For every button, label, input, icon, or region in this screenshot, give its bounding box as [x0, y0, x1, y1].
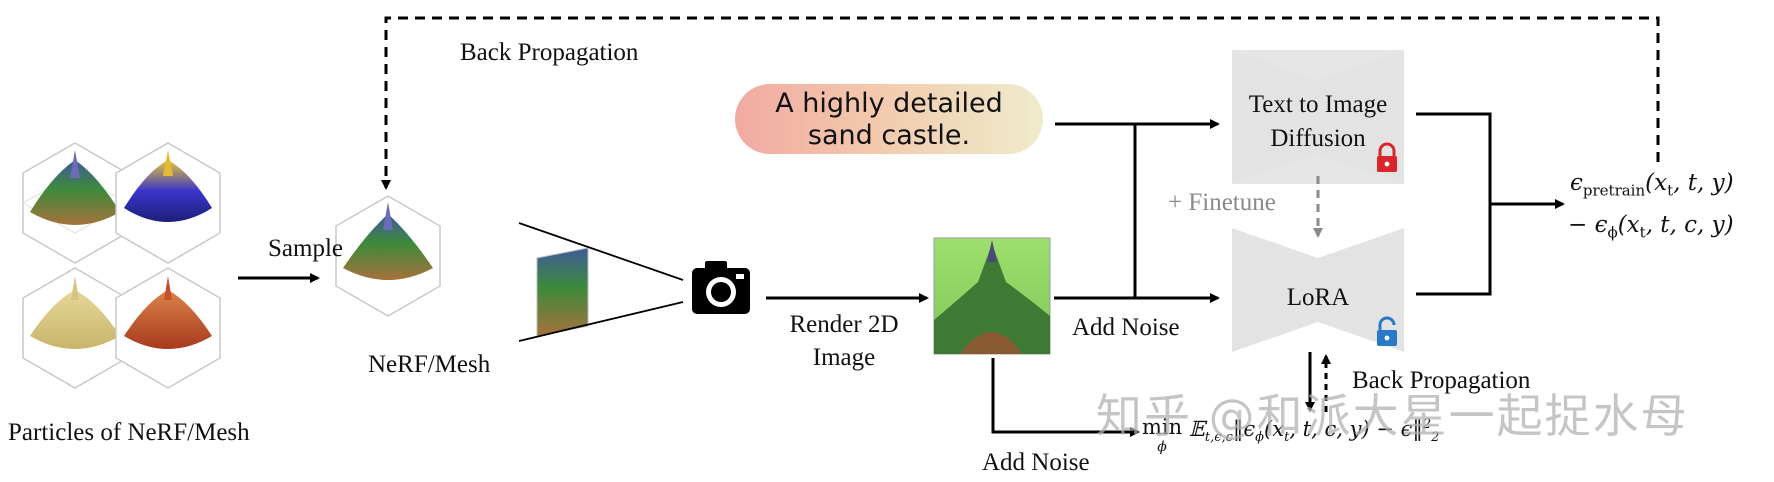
image-to-loss-arrow — [991, 358, 1140, 437]
add-noise-bottom-label: Add Noise — [982, 449, 1090, 476]
nerf-mesh-cube — [335, 195, 441, 317]
finetune-label: + Finetune — [1168, 189, 1276, 216]
frustum-line-bottom — [518, 301, 684, 342]
back-propagation-loop — [381, 16, 1660, 190]
projection-plane — [536, 247, 589, 337]
watermark: 知乎 @和派大星一起捉水母 — [1096, 389, 1689, 443]
particle-cube-3 — [22, 267, 128, 389]
back-propagation-top-label: Back Propagation — [460, 39, 639, 66]
particle-cube-2 — [115, 142, 221, 264]
lora-label: LoRA — [1286, 284, 1350, 311]
nerf-mesh-label: NeRF/Mesh — [368, 351, 491, 378]
render-2d-label: Render 2D Image — [789, 311, 899, 371]
t2i-output-line — [1416, 112, 1492, 206]
text-prompt: A highly detailed sand castle. — [735, 84, 1043, 154]
sample-label: Sample — [268, 235, 343, 262]
t2i-block-inner — [1232, 50, 1404, 184]
unlock-icon — [1377, 316, 1397, 346]
add-noise-mid-label: Add Noise — [1072, 314, 1180, 341]
lock-icon — [1377, 142, 1397, 172]
particles-label: Particles of NeRF/Mesh — [8, 419, 250, 446]
camera-icon — [692, 261, 750, 314]
output-formula-line2: − ϵϕ(xt, t, c, y) — [1568, 212, 1734, 242]
rendered-image — [933, 237, 1051, 355]
particle-cube-1 — [21, 142, 129, 264]
lora-block — [1232, 228, 1404, 352]
back-propagation-lora-label: Back Propagation — [1352, 367, 1531, 394]
text-prompt-text: A highly detailed sand castle. — [775, 88, 1003, 151]
frustum-line-top — [518, 222, 684, 281]
t2i-label: Text to Image Diffusion — [1248, 91, 1388, 152]
particle-cube-4 — [115, 267, 221, 389]
lora-output-line — [1416, 206, 1492, 296]
output-formula-line1: ϵpretrain(xt, t, y) — [1570, 170, 1734, 200]
